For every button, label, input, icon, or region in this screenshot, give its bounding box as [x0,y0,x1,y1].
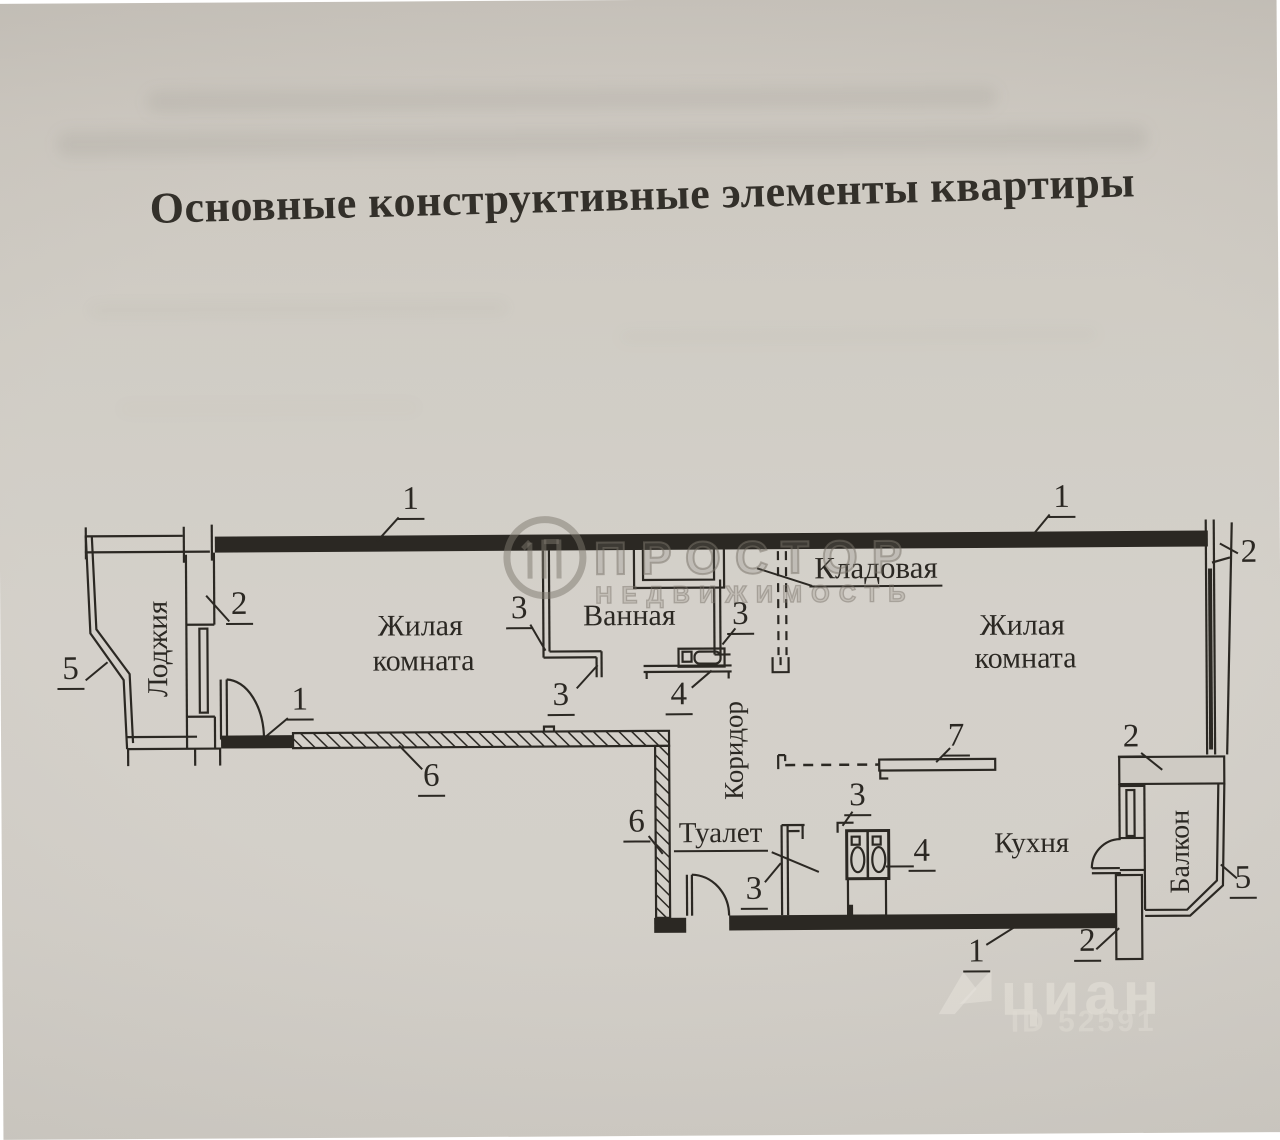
prostor-watermark-logo [507,519,583,595]
room-label-kitchen: Кухня [994,829,1069,858]
callout-4-bath-fixture: 4 [665,678,692,715]
balcony-window-glass [1126,790,1134,836]
room-label-toilet: Туалет [674,819,768,853]
room-label-loggia: Лоджия [144,601,174,697]
callout-1-top-wall-left: 1 [397,483,424,520]
callout-5-balcony-outer: 5 [1230,862,1257,899]
balcony-door-swing-arc [1092,839,1120,868]
prostor-watermark-subtitle: НЕДВИЖИМОСТЬ [595,580,914,610]
loggia-window-glass [199,629,208,713]
room-label-living-left-line2: комната [373,646,475,677]
room-label-corridor: Коридор [720,701,748,800]
callout-2-loggia-window: 2 [226,588,253,625]
toilet-door-swing-arc [692,874,729,915]
room-label-living-left-line1: Жилая [378,611,463,642]
callout-4-shaft-fixture: 4 [908,835,935,872]
room-label-balcony: Балкон [1166,810,1195,894]
inner-bearing-wall-block [654,918,686,933]
toilet-partition [782,825,806,915]
toilet-door [687,874,729,915]
callout-1-bottom-wall: 1 [963,935,990,972]
loggia-door-swing-arc [227,679,264,739]
inner-bearing-wall-segment [221,735,293,748]
callout-5-loggia-outer: 5 [57,653,84,690]
hatched-wall-vertical [655,746,670,918]
callout-3-toilet-wall: 3 [741,873,768,910]
prostor-watermark-name: ПРОСТОР [594,529,917,585]
vent-shaft [838,822,890,915]
callout-2-right-window: 2 [1241,536,1258,569]
callout-3-bath-wall-bottom: 3 [547,679,574,716]
right-window-glass [1210,569,1211,750]
cian-watermark-id: ID 52591 [1011,1005,1157,1040]
callout-2-balcony-top: 2 [1118,720,1145,757]
callout-1-top-wall-right: 1 [1048,481,1075,518]
cian-watermark-logo [938,970,991,1014]
loggia-window-and-door [186,552,264,748]
callout-1-inner-wall-left: 1 [286,684,313,721]
room-label-living-right-line2: комната [975,643,1077,674]
balcony-bottom-slab [1116,875,1143,959]
callout-3-bath-wall-left: 3 [506,592,533,629]
bathroom-sink-fixture [643,648,731,679]
right-outer-wall [1206,519,1233,754]
callout-6-partition-v: 6 [623,805,650,842]
callout-6-partition-h: 6 [418,760,445,797]
kitchen-screen-wall [778,754,995,779]
room-label-living-right-line1: Жилая [980,610,1065,641]
bottom-bearing-wall [729,913,1119,930]
callout-7-kitchen-screen: 7 [943,719,970,756]
balcony-top-slab [1119,756,1224,784]
callout-3-shaft-wall: 3 [844,779,871,816]
hatched-wall-horizontal [293,731,669,748]
callout-2-balcony-bottom: 2 [1074,925,1101,962]
